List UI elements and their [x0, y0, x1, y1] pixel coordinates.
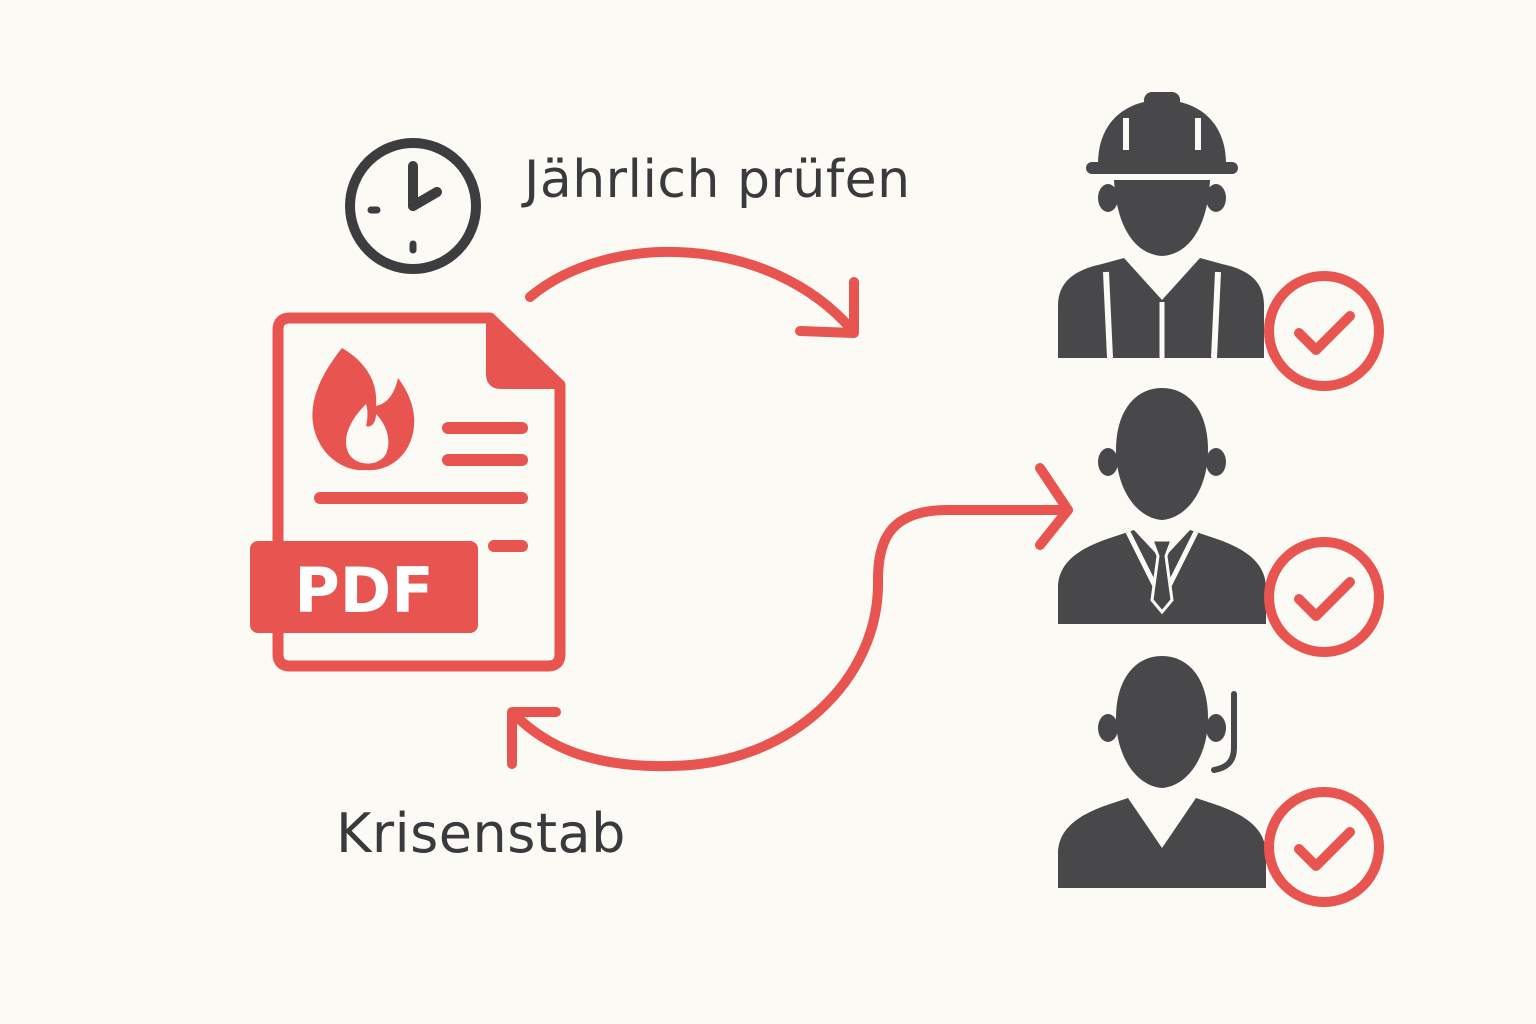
arrow-annual-review — [525, 246, 859, 338]
pdf-document-icon: PDF — [250, 312, 566, 672]
check-icon — [1264, 787, 1384, 907]
pdf-badge-label: PDF — [294, 554, 433, 627]
check-icon — [1264, 537, 1384, 657]
hard-hat-worker-icon — [1058, 92, 1264, 359]
clock-icon — [345, 138, 481, 274]
crisis-team-label: Krisenstab — [336, 802, 626, 865]
arrow-crisis-team — [507, 463, 1073, 772]
fire-icon — [312, 348, 415, 471]
annual-review-label: Jährlich prüfen — [524, 150, 911, 210]
businessman-icon — [1058, 388, 1266, 624]
pdf-badge — [250, 541, 478, 633]
headset-operator-icon — [1058, 656, 1266, 888]
check-icon — [1264, 271, 1384, 391]
